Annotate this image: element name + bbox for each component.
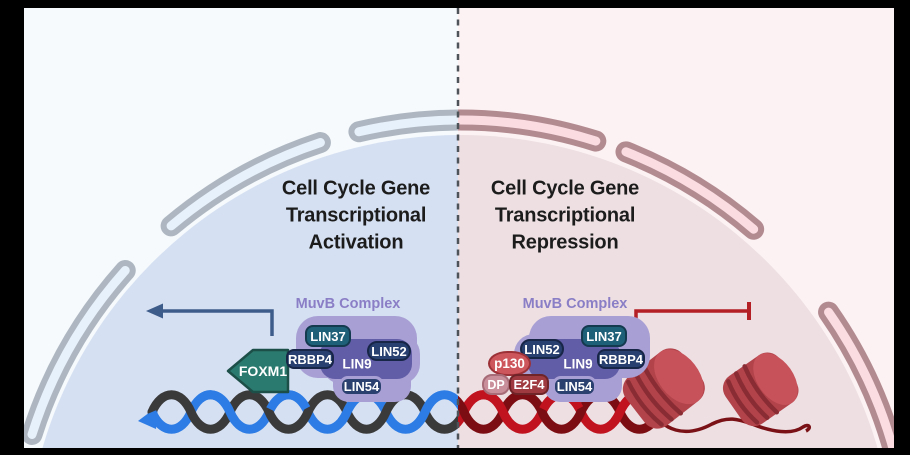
nuclear-envelope-left [15, 109, 458, 455]
lin52-subunit-right: LIN52 [520, 339, 564, 359]
repression-panel-title: Cell Cycle Gene Transcriptional Repressi… [490, 177, 640, 254]
nucleosome-2 [722, 352, 799, 427]
dna-helix-right [458, 390, 664, 434]
p130-protein: p130 [488, 351, 531, 376]
rbbp4-subunit-left: RBBP4 [286, 349, 334, 369]
lin52-subunit-left: LIN52 [367, 341, 411, 361]
nuclear-envelope-right [458, 109, 906, 455]
dna-helix-left [138, 390, 458, 434]
rbbp4-subunit-right: RBBP4 [597, 349, 645, 369]
e2f4-protein: E2F4 [509, 374, 549, 395]
muvb-complex-label-left: MuvB Complex [295, 296, 401, 312]
lin54-subunit-left: LIN54 [339, 376, 384, 397]
dp-protein: DP [482, 374, 510, 395]
lin37-subunit-left: LIN37 [305, 325, 351, 347]
lin37-subunit-right: LIN37 [581, 325, 627, 347]
activation-panel-title: Cell Cycle Gene Transcriptional Activati… [281, 177, 431, 254]
lin9-subunit-right: LIN9 [563, 356, 593, 372]
lin9-subunit-left: LIN9 [342, 356, 372, 372]
lin54-subunit-right: LIN54 [552, 376, 597, 397]
foxm1-shape [226, 348, 290, 394]
muvb-complex-label-right: MuvB Complex [522, 296, 628, 312]
transcription-activation-arrow-icon [146, 303, 274, 336]
foxm1-label: FOXM1 [238, 363, 288, 379]
